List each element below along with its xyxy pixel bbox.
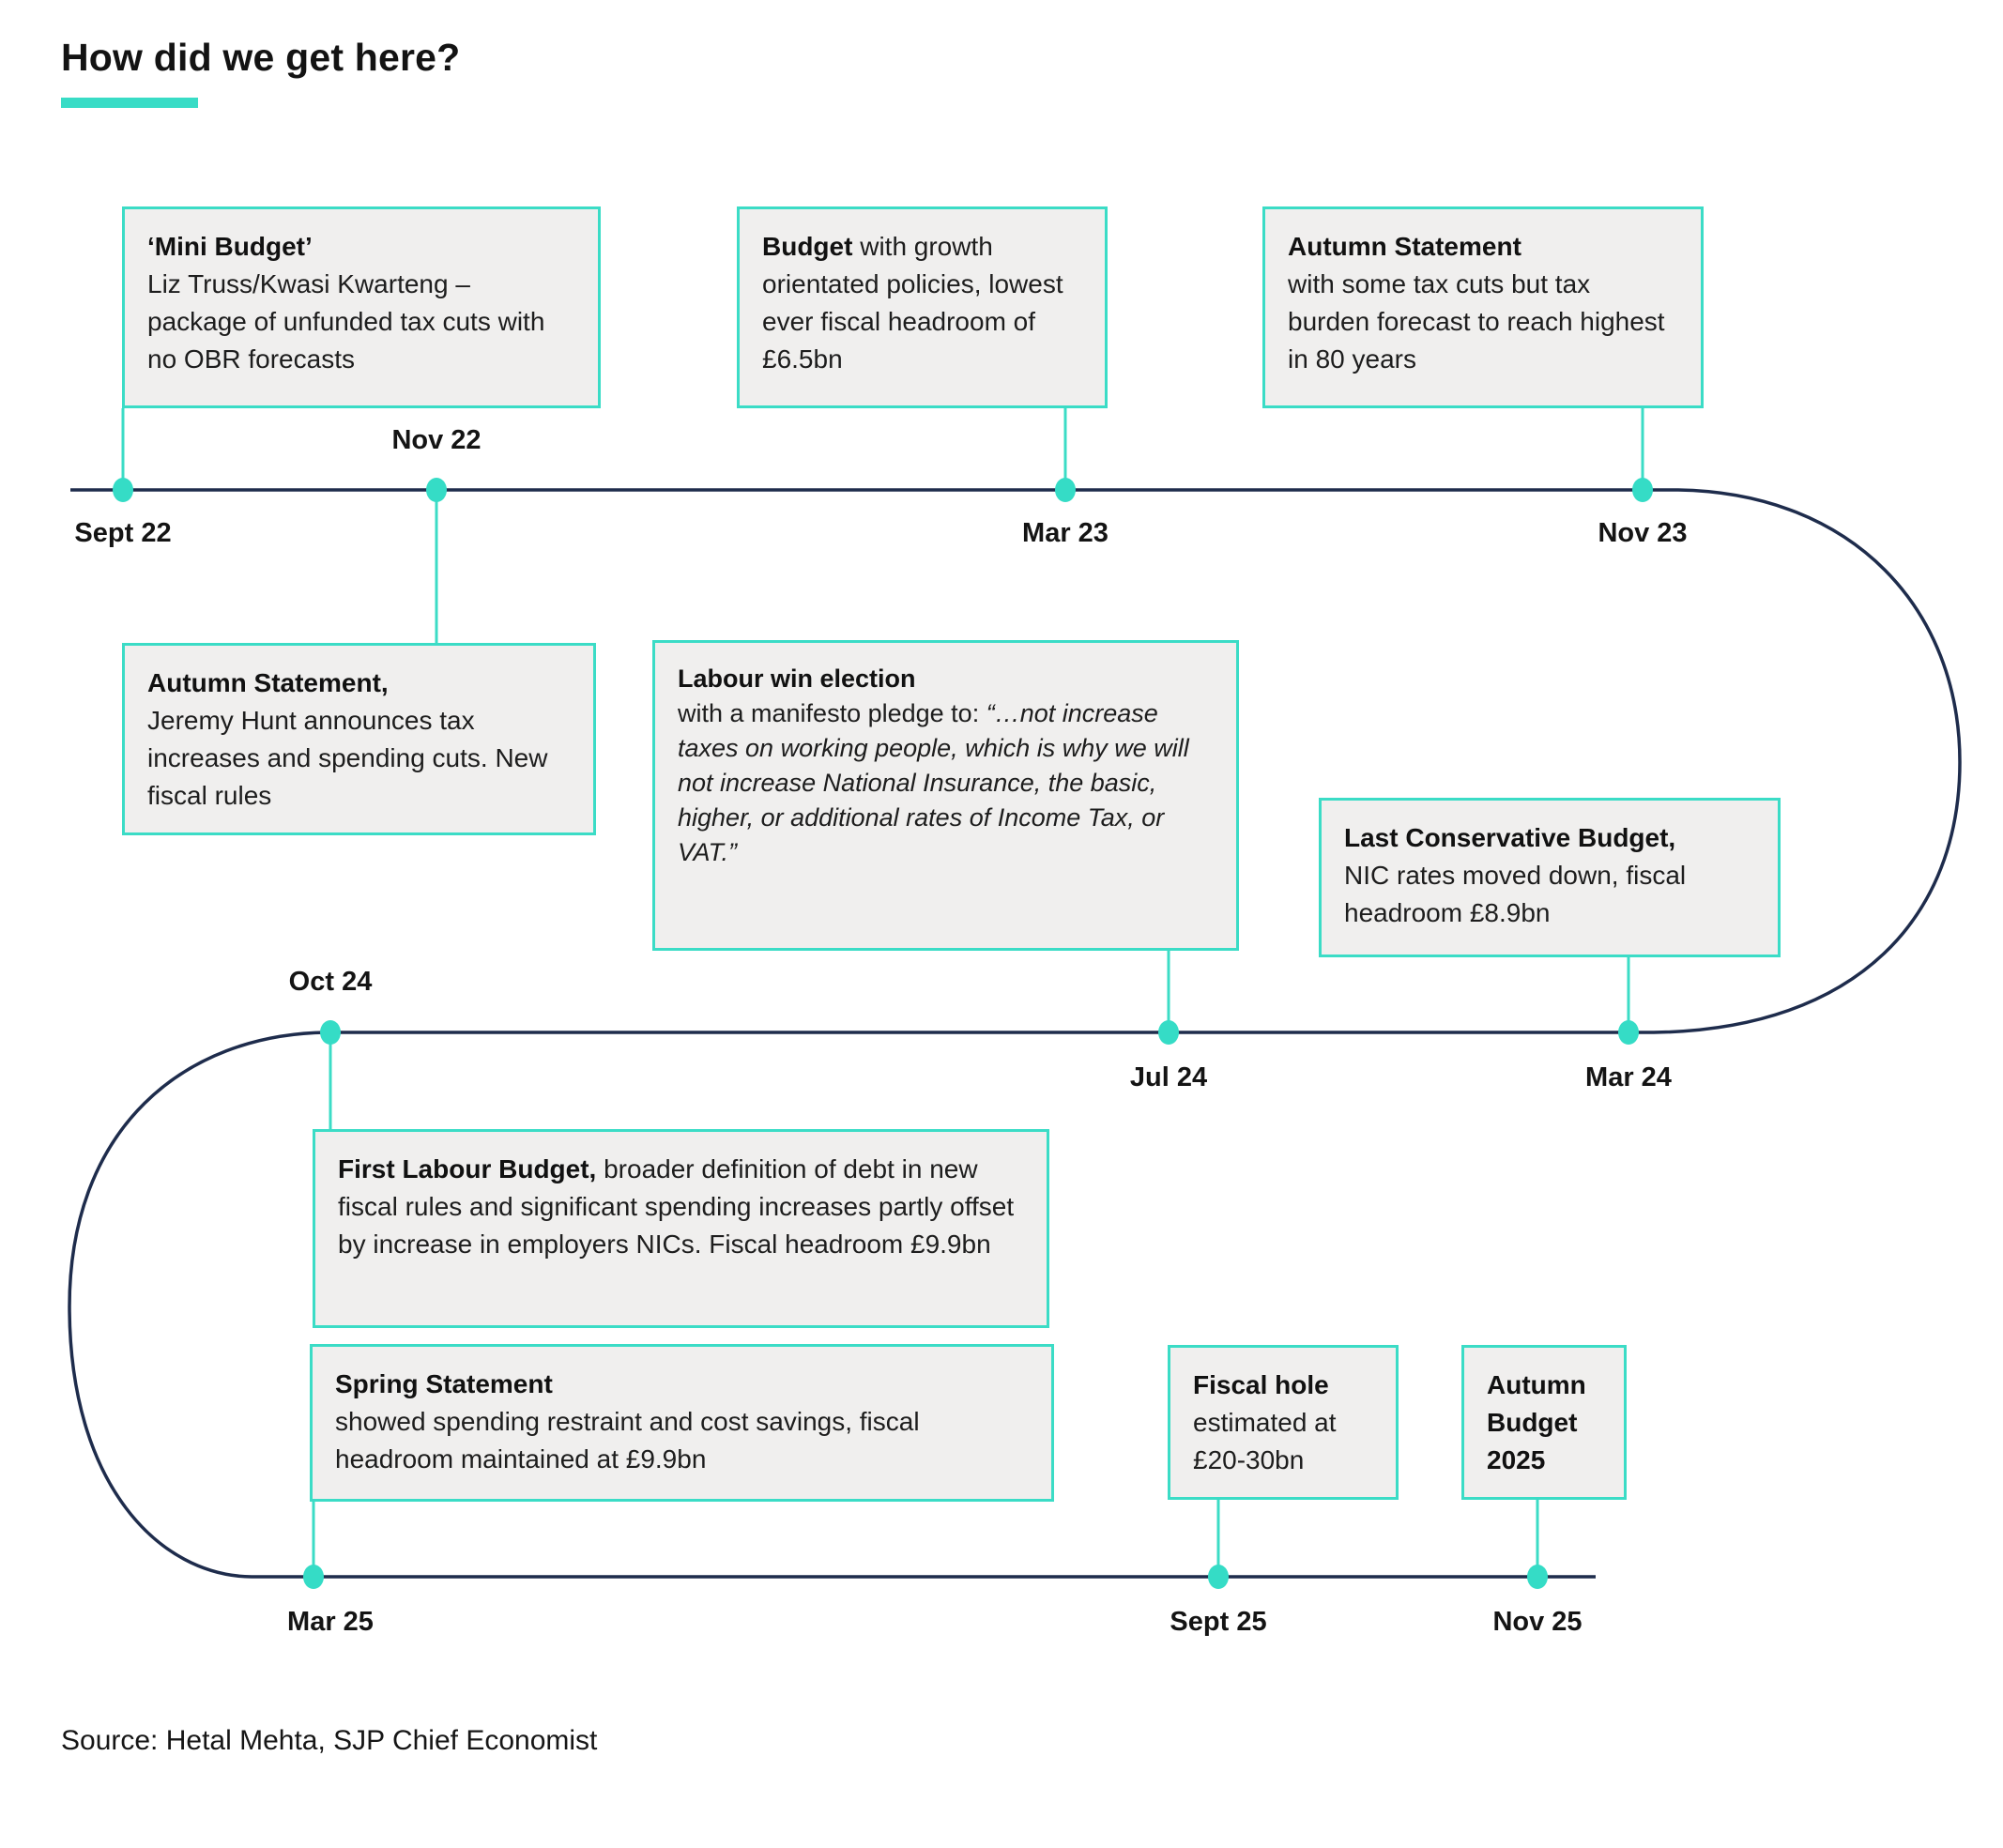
event-title: Last Conservative Budget, [1344, 823, 1676, 852]
event-box-mini-budget: ‘Mini Budget’ Liz Truss/Kwasi Kwarteng –… [122, 206, 601, 408]
event-body: with growth orientated policies, lowest … [762, 232, 1063, 374]
event-title: ‘Mini Budget’ [147, 232, 313, 261]
timeline-dot-nov25 [1527, 1565, 1548, 1589]
date-label-sept25: Sept 25 [1170, 1607, 1267, 1637]
event-quote: “…not increase taxes on working people, … [678, 698, 1189, 866]
event-box-first-labour-budget: First Labour Budget, broader definition … [313, 1129, 1049, 1328]
event-box-autumn-budget-2025: Autumn Budget 2025 [1461, 1345, 1627, 1500]
event-title: Budget [762, 232, 853, 261]
event-body: with a manifesto pledge to: [678, 698, 986, 727]
timeline-dot-jul24 [1158, 1020, 1179, 1045]
event-body: NIC rates moved down, fiscal headroom £8… [1344, 861, 1687, 928]
timeline-dot-nov22 [426, 478, 447, 502]
date-label-mar24: Mar 24 [1585, 1062, 1672, 1092]
timeline-path [68, 488, 1962, 1579]
timeline-dot-oct24 [320, 1020, 341, 1045]
event-title: First Labour Budget, [338, 1154, 597, 1184]
date-label-mar25: Mar 25 [287, 1607, 374, 1637]
event-body: Liz Truss/Kwasi Kwarteng – package of un… [147, 269, 545, 374]
date-label-nov25: Nov 25 [1492, 1607, 1583, 1637]
date-label-mar23: Mar 23 [1022, 518, 1109, 548]
event-box-fiscal-hole: Fiscal hole estimated at £20-30bn [1168, 1345, 1399, 1500]
date-label-sept22: Sept 22 [74, 518, 172, 548]
event-box-autumn-statement-nov23: Autumn Statement with some tax cuts but … [1262, 206, 1704, 408]
source-note: Source: Hetal Mehta, SJP Chief Economist [61, 1725, 598, 1756]
page-title: How did we get here? [61, 36, 461, 79]
event-body: estimated at £20-30bn [1193, 1408, 1337, 1475]
event-title: Autumn Statement [1288, 232, 1521, 261]
event-body: with some tax cuts but tax burden foreca… [1288, 269, 1665, 374]
event-title: Labour win election [678, 664, 916, 693]
event-box-budget-mar23: Budget with growth orientated policies, … [737, 206, 1108, 408]
date-label-oct24: Oct 24 [288, 967, 373, 997]
event-body: Jeremy Hunt announces tax increases and … [147, 706, 548, 811]
timeline-dot-sept25 [1208, 1565, 1229, 1589]
event-box-spring-statement: Spring Statement showed spending restrai… [310, 1344, 1054, 1502]
event-title: Fiscal hole [1193, 1370, 1329, 1399]
timeline-dot-sept22 [113, 478, 133, 502]
event-title: Autumn Statement, [147, 668, 389, 697]
timeline-dot-mar24 [1618, 1020, 1639, 1045]
event-box-labour-win-election: Labour win election with a manifesto ple… [652, 640, 1239, 951]
timeline-dot-nov23 [1632, 478, 1653, 502]
date-label-nov22: Nov 22 [391, 425, 482, 455]
event-title: Spring Statement [335, 1369, 553, 1398]
date-label-nov23: Nov 23 [1598, 518, 1688, 548]
timeline-dot-mar23 [1055, 478, 1076, 502]
event-body: showed spending restraint and cost savin… [335, 1407, 920, 1474]
date-label-jul24: Jul 24 [1129, 1062, 1208, 1092]
event-title: Autumn Budget 2025 [1487, 1370, 1586, 1475]
timeline-dot-mar25 [303, 1565, 324, 1589]
event-box-autumn-statement-nov22: Autumn Statement, Jeremy Hunt announces … [122, 643, 596, 835]
event-body: broader definition of debt in new fiscal… [338, 1154, 1015, 1260]
title-underline [61, 98, 198, 108]
event-box-last-conservative-budget: Last Conservative Budget, NIC rates move… [1319, 798, 1781, 957]
